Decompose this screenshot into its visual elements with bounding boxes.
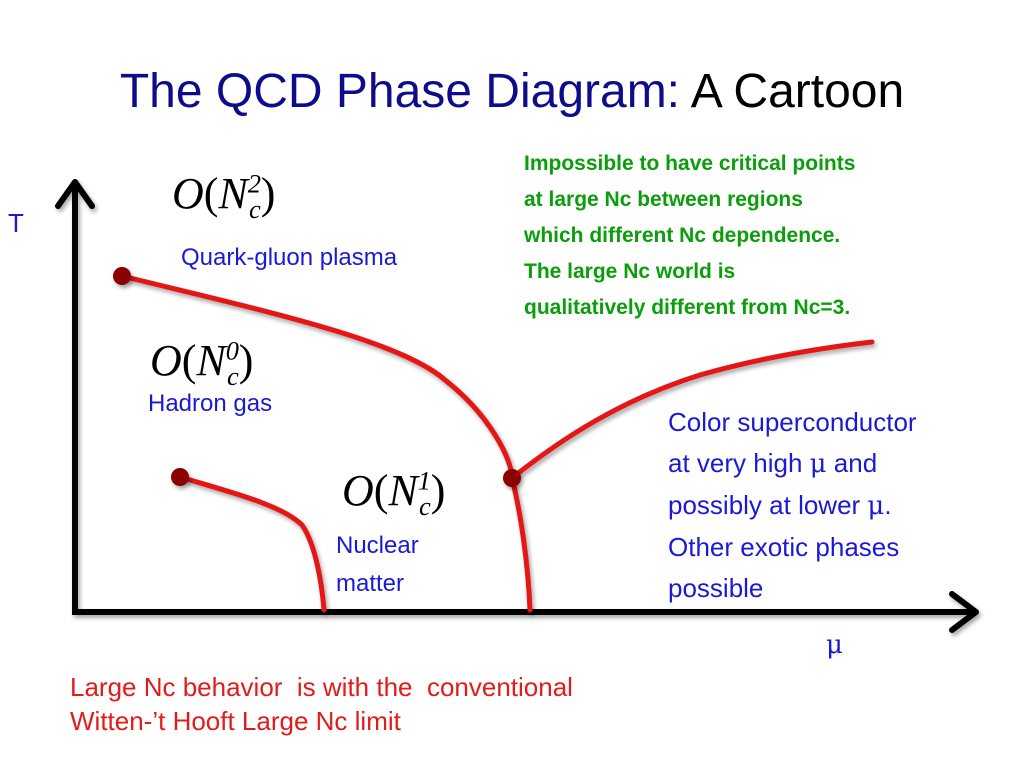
critical-point-triple bbox=[503, 469, 521, 487]
critical-points bbox=[113, 267, 521, 487]
phase-lines bbox=[119, 273, 875, 613]
order-nc0-label: O(N0c) bbox=[150, 335, 254, 391]
csc-line bbox=[509, 339, 875, 481]
slide-title: The QCD Phase Diagram: A Cartoon bbox=[0, 64, 1024, 119]
t-axis-label: T bbox=[8, 208, 24, 238]
nuclear-matter-line bbox=[177, 474, 327, 613]
mu-axis-label: μ bbox=[826, 630, 843, 660]
deconfinement-line bbox=[119, 273, 515, 481]
axes bbox=[55, 179, 979, 633]
color-superconductor-note: Color superconductor at very high μ and … bbox=[668, 407, 917, 603]
title-sub: A Cartoon bbox=[690, 65, 905, 118]
mu-axis-arrowhead bbox=[949, 591, 979, 633]
critical-point-qgp bbox=[113, 267, 131, 285]
critical-point-nuclear bbox=[171, 468, 189, 486]
order-nc2-label: O(N2c) bbox=[172, 168, 276, 224]
region-qgp-label: Quark-gluon plasma bbox=[181, 244, 398, 271]
t-axis-arrowhead bbox=[55, 179, 95, 209]
region-hadron-label: Hadron gas bbox=[148, 390, 273, 417]
order-nc1-label: O(N1c) bbox=[342, 465, 446, 521]
title-main: The QCD Phase Diagram: bbox=[119, 65, 681, 118]
lower-boundary-line bbox=[509, 475, 533, 613]
green-note: Impossible to have critical points at la… bbox=[524, 152, 856, 319]
large-nc-note: Large Nc behavior is with the convention… bbox=[70, 672, 573, 736]
region-nuclear-label: Nuclear matter bbox=[336, 532, 419, 597]
